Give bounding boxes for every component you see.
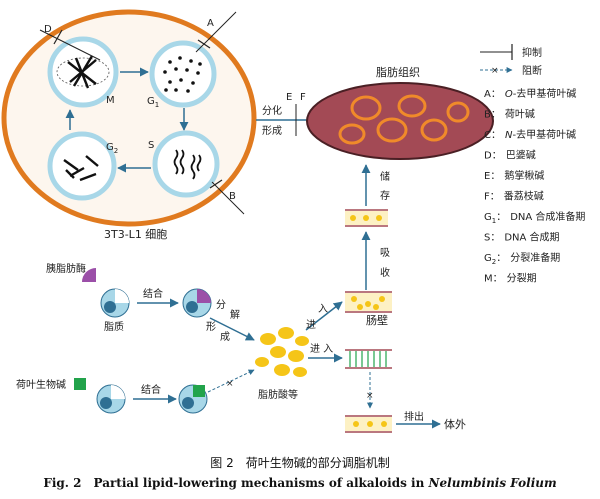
legend-item-e: E：鹅掌楸碱 (484, 169, 544, 182)
alkaloid-marker (74, 378, 86, 390)
enter-up-char-2: 入 (318, 304, 328, 315)
intestine-bar-top (345, 209, 388, 227)
alkaloid-label: 荷叶生物碱 (16, 378, 66, 391)
block-mark-decompose: × (226, 379, 234, 389)
legend-item-a: A：O-去甲基荷叶碱 (484, 87, 576, 100)
fatty-acid-cluster (255, 327, 309, 377)
absorption-column: 储 存 吸 收 肠壁 × (345, 164, 466, 433)
intestine-bar-bottom (345, 415, 392, 433)
excrete-label: 排出 (404, 410, 424, 423)
lipase-enzyme (82, 268, 96, 282)
phase-m (47, 36, 119, 108)
enter-mid-label: 进 入 (310, 343, 333, 355)
svg-text:D: D (44, 24, 52, 35)
decompose-char-3: 形 (206, 321, 216, 333)
legend-item-g2: G2：分裂准备期 (484, 251, 560, 266)
svg-text:抑制: 抑制 (522, 46, 542, 59)
fat-particle (100, 288, 130, 318)
inhibitor-a: A (195, 11, 237, 53)
cell-label: 3T3-L1 细胞 (104, 228, 167, 241)
legend-item-g1: G1：DNA 合成准备期 (484, 210, 585, 225)
svg-text:阻断: 阻断 (522, 64, 542, 77)
fat-label: 脂质 (104, 320, 124, 333)
differentiation-label-1: 分化 (262, 104, 282, 117)
lipase-label: 胰脂肪酶 (46, 262, 86, 275)
svg-text:×: × (491, 66, 499, 76)
bind-label-1: 结合 (143, 287, 163, 300)
block-mark-down: × (366, 391, 374, 401)
svg-text:A: A (207, 18, 214, 29)
phase-label-m: M (106, 95, 115, 106)
legend-item-m: M：分裂期 (484, 272, 537, 285)
phase-label-g2: G2 (106, 142, 118, 155)
intestine-label: 肠壁 (366, 313, 388, 327)
legend-item-d: D：巴婆碱 (484, 150, 536, 162)
legend-item-b: B：荷叶碱 (484, 109, 535, 121)
enter-up-char-1: 进 (306, 319, 316, 331)
legend-item-c: C：N-去甲基荷叶碱 (484, 128, 576, 141)
legend: 抑制 × 阻断 A：O-去甲基荷叶碱 B：荷叶碱 C：N-去甲基荷叶碱 D：巴婆碱 E：… (480, 44, 585, 285)
svg-text:B: B (229, 191, 236, 202)
store-char-1: 储 (380, 170, 390, 183)
arrow-enter-up (305, 301, 343, 331)
fat-alkaloid-complex (178, 384, 208, 414)
decompose-char-1: 分 (216, 299, 226, 311)
legend-item-s: S：DNA 合成期 (484, 231, 560, 244)
svg-text:F: F (300, 92, 306, 103)
legend-block: × 阻断 (480, 64, 542, 77)
bind-label-2: 结合 (141, 383, 161, 396)
absorb-char-1: 吸 (380, 248, 390, 259)
absorb-char-2: 收 (380, 266, 390, 279)
legend-items: A：O-去甲基荷叶碱 B：荷叶碱 C：N-去甲基荷叶碱 D：巴婆碱 E：鹅掌楸碱 F：番荔… (484, 87, 585, 285)
fat-particle-2 (96, 384, 126, 414)
inhibitor-b: B (209, 179, 245, 215)
adipose-label: 脂肪组织 (376, 65, 420, 79)
store-char-2: 存 (380, 189, 390, 202)
differentiation-label-2: 形成 (262, 125, 282, 137)
inhibitor-d: D (39, 24, 101, 61)
outside-label: 体外 (444, 417, 466, 431)
figure-caption-en: Fig. 2 Partial lipid-lowering mechanisms… (43, 476, 557, 490)
legend-item-f: F：番荔枝碱 (484, 190, 544, 203)
cell-membrane (1, 9, 257, 227)
arrow-decompose (209, 317, 255, 341)
inhibitor-e-f: E F (286, 92, 306, 136)
phase-label-s: S (148, 140, 154, 151)
intestine-bar-mid (345, 349, 392, 369)
adipose-tissue (306, 82, 494, 160)
phase-label-g1: G1 (147, 96, 159, 109)
svg-text:E: E (286, 92, 292, 103)
fatty-acid-label: 脂肪酸等 (258, 388, 298, 401)
decompose-char-4: 成 (220, 331, 230, 343)
fat-lipase-complex (182, 288, 212, 318)
figure-caption-cn: 图 2 荷叶生物碱的部分调脂机制 (210, 456, 390, 470)
phase-s (152, 130, 220, 198)
phase-g2 (47, 131, 117, 201)
decompose-char-2: 解 (230, 308, 240, 321)
arrow-blocked-decompose (207, 369, 255, 393)
phase-g1 (149, 40, 217, 108)
cell-3t3-l1: M G1 S G2 3T3-L1 细胞 (1, 9, 257, 241)
intestine-wall (345, 291, 392, 313)
legend-inhibit: 抑制 (480, 44, 542, 60)
